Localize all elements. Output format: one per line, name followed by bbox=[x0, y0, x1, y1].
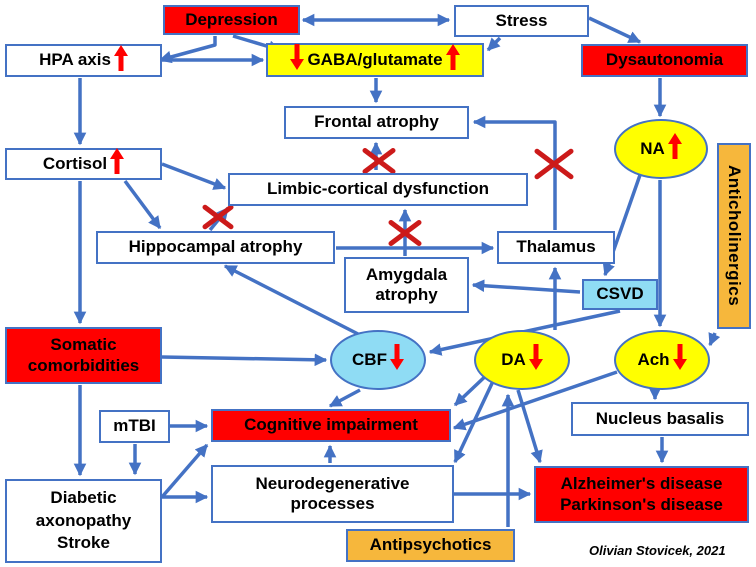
connector-depression-hpa bbox=[158, 36, 217, 64]
node-noradrenaline: NA bbox=[614, 119, 708, 179]
connector-cbf-hippocampal bbox=[223, 264, 361, 337]
arrow-down-icon bbox=[528, 344, 543, 375]
arrow-down-icon bbox=[672, 344, 687, 375]
node-hpa-axis-label: HPA axis bbox=[39, 50, 111, 70]
connector-thalamus-frontal bbox=[472, 115, 557, 230]
node-cortisol-label: Cortisol bbox=[42, 153, 108, 173]
connector-ach-cognitive bbox=[452, 370, 618, 431]
connector-csvd-amygdala bbox=[471, 279, 581, 294]
node-stress: Stress bbox=[454, 5, 589, 37]
node-limbic-cortical-dysfunction: Limbic-cortical dysfunction bbox=[228, 173, 528, 206]
arrow-up-icon bbox=[667, 133, 682, 164]
arrow-up-icon bbox=[445, 44, 460, 75]
connector-somatic-cbf bbox=[161, 353, 328, 367]
node-somatic-comorbidities-line-1: Somatic bbox=[50, 335, 117, 355]
node-csvd: CSVD bbox=[582, 279, 658, 310]
node-dopamine-label: DA bbox=[501, 349, 526, 369]
blocked-thalamus-frontal-cross-icon bbox=[534, 148, 574, 180]
node-csvd-label: CSVD bbox=[596, 284, 644, 304]
node-cognitive-impairment-label: Cognitive impairment bbox=[244, 415, 418, 435]
node-anticholinergics: Anticholinergics bbox=[717, 143, 751, 329]
node-thalamus: Thalamus bbox=[497, 231, 615, 264]
node-antipsychotics-label: Antipsychotics bbox=[369, 535, 492, 555]
connector-cortisol-limbic bbox=[161, 162, 227, 190]
node-depression-label: Depression bbox=[185, 9, 278, 29]
author-signature: Olivian Stovicek, 2021 bbox=[589, 543, 726, 558]
node-cortisol: Cortisol bbox=[5, 148, 162, 180]
node-dysautonomia: Dysautonomia bbox=[581, 44, 748, 77]
node-alzheimer-line-1: Alzheimer's disease bbox=[560, 474, 723, 494]
node-dopamine: DA bbox=[474, 330, 570, 390]
node-amygdala-atrophy: Amygdala atrophy bbox=[344, 257, 469, 313]
node-noradrenaline-label: NA bbox=[640, 138, 665, 158]
node-neurodegenerative-line-1: Neurodegenerative bbox=[255, 473, 410, 493]
node-mtbi-label: mTBI bbox=[113, 416, 156, 436]
arrow-down-icon bbox=[290, 44, 305, 75]
connector-diabetic-cognitive bbox=[160, 443, 209, 499]
node-diabetic-line-1: Diabetic bbox=[50, 487, 117, 507]
node-limbic-cortical-dysfunction-label: Limbic-cortical dysfunction bbox=[267, 179, 489, 199]
node-frontal-atrophy-label: Frontal atrophy bbox=[314, 112, 439, 132]
node-somatic-comorbidities-line-2: comorbidities bbox=[27, 355, 140, 375]
arrow-up-icon bbox=[110, 148, 125, 179]
node-gaba-glutamate: GABA/glutamate bbox=[266, 43, 484, 77]
connector-stress-dysautonomia bbox=[588, 16, 642, 44]
node-anticholinergics-label: Anticholinergics bbox=[725, 165, 745, 307]
node-nucleus-basalis: Nucleus basalis bbox=[571, 402, 749, 436]
node-acetylcholine-label: Ach bbox=[637, 349, 670, 369]
blocked-limbic-frontal-cross-icon bbox=[362, 148, 396, 174]
node-alzheimer-line-2: Parkinson's disease bbox=[560, 494, 723, 514]
node-hippocampal-atrophy-label: Hippocampal atrophy bbox=[128, 237, 303, 257]
node-frontal-atrophy: Frontal atrophy bbox=[284, 106, 469, 139]
connector-anticholinergics-ach bbox=[708, 332, 721, 347]
node-cognitive-impairment: Cognitive impairment bbox=[211, 409, 451, 442]
connector-da-alzheimer bbox=[516, 389, 543, 464]
connector-da-neurodegenerative bbox=[453, 376, 497, 464]
node-hippocampal-atrophy: Hippocampal atrophy bbox=[96, 231, 335, 264]
node-hpa-axis: HPA axis bbox=[5, 44, 162, 77]
blocked-hippocampal-limbic-cross-icon bbox=[202, 204, 234, 230]
arrow-up-icon bbox=[113, 44, 128, 76]
node-neurodegenerative-line-2: processes bbox=[290, 494, 375, 513]
node-amygdala-atrophy-line-1: Amygdala bbox=[365, 264, 448, 284]
connector-cbf-cognitive bbox=[328, 388, 361, 408]
node-somatic-comorbidities: Somatic comorbidities bbox=[5, 327, 162, 384]
node-dysautonomia-label: Dysautonomia bbox=[605, 50, 724, 70]
node-antipsychotics: Antipsychotics bbox=[346, 529, 515, 562]
blocked-amygdala-limbic-cross-icon bbox=[388, 220, 422, 246]
node-alzheimer-parkinson: Alzheimer's disease Parkinson's disease bbox=[534, 466, 749, 523]
node-stress-label: Stress bbox=[495, 10, 548, 30]
node-nucleus-basalis-label: Nucleus basalis bbox=[595, 408, 725, 428]
node-depression: Depression bbox=[163, 5, 300, 35]
node-neurodegenerative-processes: Neurodegenerative processes bbox=[211, 465, 454, 523]
node-thalamus-label: Thalamus bbox=[516, 237, 596, 257]
node-diabetic-axonopathy-stroke: Diabetic axonopathy Stroke bbox=[5, 479, 162, 563]
connector-cortisol-hippocampal bbox=[123, 179, 162, 230]
node-acetylcholine: Ach bbox=[614, 330, 710, 390]
node-mtbi: mTBI bbox=[99, 410, 170, 443]
node-diabetic-line-2: axonopathy bbox=[35, 510, 132, 530]
connector-stress-gaba bbox=[486, 36, 502, 52]
node-gaba-glutamate-label: GABA/glutamate bbox=[307, 49, 443, 69]
node-amygdala-atrophy-line-2: atrophy bbox=[375, 285, 438, 304]
node-cerebral-blood-flow: CBF bbox=[330, 330, 426, 390]
node-cerebral-blood-flow-label: CBF bbox=[352, 349, 387, 369]
arrow-down-icon bbox=[389, 344, 404, 375]
node-diabetic-line-3: Stroke bbox=[57, 533, 110, 553]
